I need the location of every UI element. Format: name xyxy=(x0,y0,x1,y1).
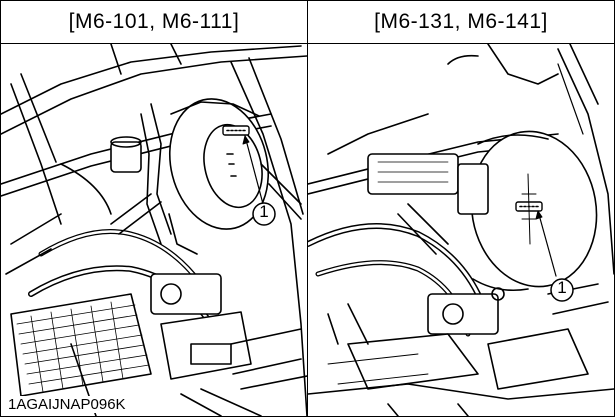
callout-label-right: 1 xyxy=(557,278,567,297)
column-divider xyxy=(307,1,308,416)
header-left-models: [M6-101, M6-111] xyxy=(68,10,240,33)
header-right-models: [M6-131, M6-141] xyxy=(374,10,548,33)
engine-illustration-right: 1 xyxy=(308,44,614,416)
engine-drawing-left xyxy=(1,44,307,416)
engine-illustration-left: 1 1AGAIJNAP096K xyxy=(1,44,307,416)
callout-label-left: 1 xyxy=(259,202,269,221)
engine-drawing-right xyxy=(308,44,614,416)
figure-code: 1AGAIJNAP096K xyxy=(6,396,128,413)
